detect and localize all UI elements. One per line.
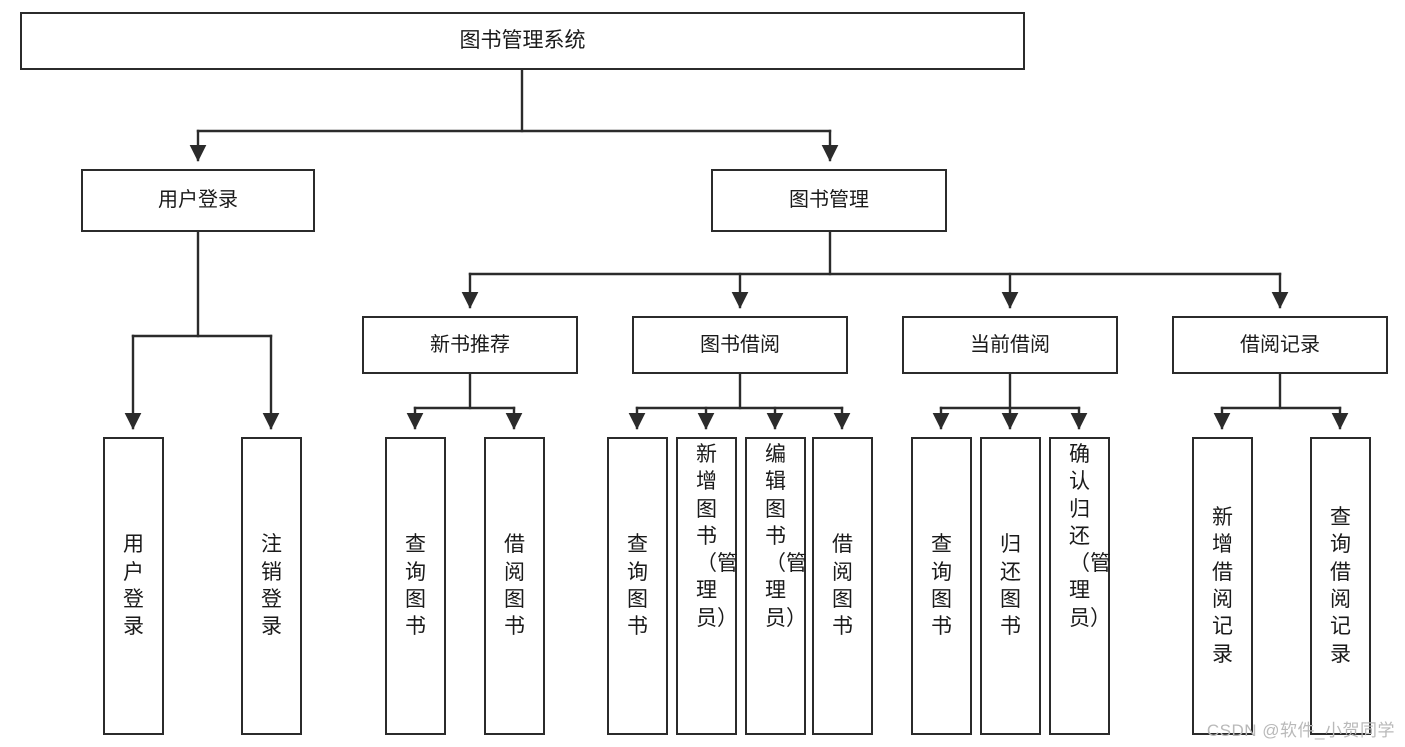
leaf-borrow-record-query-label: 查询借阅记录 [1330, 506, 1351, 666]
node-user-login-label: 用户登录 [158, 189, 238, 211]
leaf-borrow-record-add-label: 新增借阅记录 [1212, 506, 1233, 666]
leaf-current-borrow-query-label: 查询图书 [931, 533, 952, 639]
leaf-user-login-login-label: 用户登录 [123, 533, 144, 639]
leaf-book-borrow-borrow[interactable]: 借阅图书 [812, 437, 873, 735]
node-book-borrow[interactable]: 图书借阅 [632, 316, 848, 374]
node-new-book-recommend[interactable]: 新书推荐 [362, 316, 578, 374]
leaf-book-borrow-edit-label: 编辑图书（管理员） [765, 443, 807, 630]
node-user-login[interactable]: 用户登录 [81, 169, 315, 232]
leaf-borrow-record-query[interactable]: 查询借阅记录 [1310, 437, 1371, 735]
leaf-new-book-borrow-label: 借阅图书 [504, 533, 525, 639]
leaf-current-borrow-return-label: 归还图书 [1000, 533, 1021, 639]
node-current-borrow[interactable]: 当前借阅 [902, 316, 1118, 374]
node-current-borrow-label: 当前借阅 [970, 333, 1050, 356]
node-root-label: 图书管理系统 [459, 28, 586, 52]
node-borrow-record[interactable]: 借阅记录 [1172, 316, 1388, 374]
leaf-new-book-query-label: 查询图书 [405, 533, 426, 639]
leaf-current-borrow-confirm-label: 确认归还（管理员） [1069, 443, 1111, 630]
leaf-book-borrow-query[interactable]: 查询图书 [607, 437, 668, 735]
node-new-book-recommend-label: 新书推荐 [430, 333, 510, 356]
leaf-new-book-borrow[interactable]: 借阅图书 [484, 437, 545, 735]
node-book-manage[interactable]: 图书管理 [711, 169, 947, 232]
leaf-user-login-logout-label: 注销登录 [261, 533, 282, 639]
leaf-current-borrow-return[interactable]: 归还图书 [980, 437, 1041, 735]
leaf-current-borrow-confirm[interactable]: 确认归还（管理员） [1049, 437, 1111, 735]
node-book-manage-label: 图书管理 [789, 189, 869, 211]
leaf-book-borrow-query-label: 查询图书 [627, 533, 648, 639]
leaf-new-book-query[interactable]: 查询图书 [385, 437, 446, 735]
leaf-current-borrow-query[interactable]: 查询图书 [911, 437, 972, 735]
watermark: CSDN @软件_小贺同学 [1206, 721, 1395, 740]
leaf-book-borrow-add-label: 新增图书（管理员） [696, 443, 738, 630]
leaf-user-login-logout[interactable]: 注销登录 [241, 437, 302, 735]
node-book-borrow-label: 图书借阅 [700, 333, 780, 356]
leaf-book-borrow-edit[interactable]: 编辑图书（管理员） [745, 437, 807, 735]
leaf-user-login-login[interactable]: 用户登录 [103, 437, 164, 735]
leaf-book-borrow-add[interactable]: 新增图书（管理员） [676, 437, 738, 735]
node-borrow-record-label: 借阅记录 [1240, 333, 1320, 356]
leaf-borrow-record-add[interactable]: 新增借阅记录 [1192, 437, 1253, 735]
leaf-book-borrow-borrow-label: 借阅图书 [832, 533, 853, 639]
node-root[interactable]: 图书管理系统 [20, 12, 1025, 70]
